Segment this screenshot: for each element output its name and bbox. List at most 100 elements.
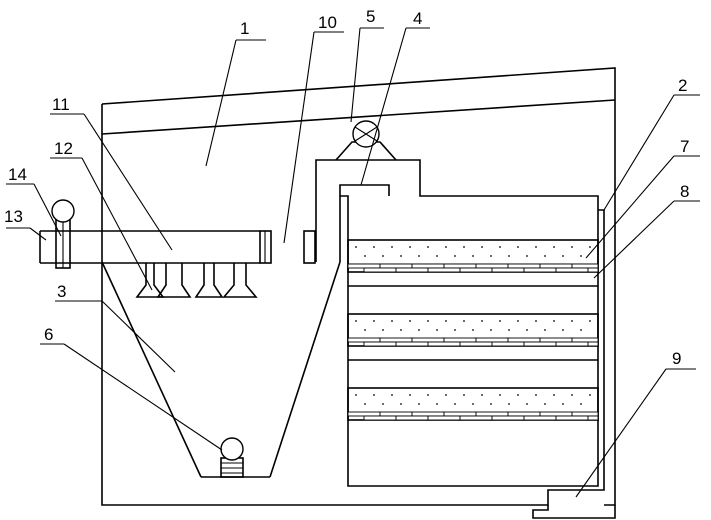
plate-segment [379, 411, 413, 417]
plate-segment [427, 341, 461, 347]
label-9: 9 [672, 349, 681, 368]
leader-lines [6, 27, 700, 498]
media-dot [382, 329, 384, 331]
media-dot [463, 320, 465, 322]
media-dot [589, 320, 591, 322]
media-dot [463, 246, 465, 248]
label-10: 10 [318, 13, 337, 32]
plate-segment [523, 267, 557, 273]
media-dot [589, 246, 591, 248]
top-pump [335, 120, 397, 161]
media-dot [508, 255, 510, 257]
media-dot [391, 320, 393, 322]
plate-segment [571, 337, 599, 343]
media-dot [517, 320, 519, 322]
media-dot [418, 255, 420, 257]
plate-segment [363, 415, 397, 421]
plate-segment [379, 337, 413, 343]
media-dot [382, 403, 384, 405]
plate-segment [491, 341, 525, 347]
media-dot [391, 394, 393, 396]
plate-segment [491, 415, 525, 421]
media-dot [472, 329, 474, 331]
plate-segment [443, 263, 477, 269]
media-dot [373, 246, 375, 248]
label-1: 1 [240, 19, 249, 38]
media-dot [400, 329, 402, 331]
media-dot [427, 320, 429, 322]
filter-chamber [315, 159, 599, 487]
media-dot [580, 403, 582, 405]
plate-segment [571, 411, 599, 417]
plate-segment [491, 267, 525, 273]
media-dot [418, 329, 420, 331]
media-dot [445, 246, 447, 248]
plate-segment [459, 341, 493, 347]
media-dot [364, 403, 366, 405]
media-dot [463, 394, 465, 396]
media-dot [409, 320, 411, 322]
spray-header-pipe [39, 230, 316, 264]
media-dot [490, 255, 492, 257]
media-dot [355, 246, 357, 248]
plate-segment [443, 337, 477, 343]
media-dot [445, 320, 447, 322]
label-5: 5 [366, 7, 375, 26]
plate-segment [587, 341, 599, 347]
media-dot [436, 255, 438, 257]
plate-segment [395, 341, 429, 347]
part-labels: 1 2 3 4 5 6 7 8 9 10 11 12 13 14 [4, 7, 689, 368]
plate-segment [539, 263, 573, 269]
plate-segment [475, 263, 509, 269]
media-dot [409, 394, 411, 396]
label-4: 4 [413, 9, 422, 28]
plate-segment [443, 411, 477, 417]
label-3: 3 [57, 282, 66, 301]
plate-segment [539, 411, 573, 417]
plate-segment [475, 337, 509, 343]
plate-segment [507, 411, 541, 417]
media-dot [391, 246, 393, 248]
media-dot [454, 255, 456, 257]
label-7: 7 [680, 137, 689, 156]
label-6: 6 [44, 325, 53, 344]
media-dot [562, 329, 564, 331]
plate-segment [459, 267, 493, 273]
plate-segment [347, 337, 381, 343]
media-dot [571, 394, 573, 396]
media-dot [562, 403, 564, 405]
media-dot [526, 329, 528, 331]
plate-segment [523, 341, 557, 347]
media-dot [562, 255, 564, 257]
plate-segment [411, 263, 445, 269]
media-dot [544, 403, 546, 405]
media-dot [382, 255, 384, 257]
media-dot [580, 329, 582, 331]
plate-segment [347, 411, 381, 417]
media-dot [553, 320, 555, 322]
outlet-pipe [532, 505, 616, 519]
label-2: 2 [678, 76, 687, 95]
media-dot [454, 329, 456, 331]
plate-segment [395, 415, 429, 421]
plate-segment [427, 267, 461, 273]
plate-segment [587, 415, 599, 421]
plate-segment [587, 267, 599, 273]
media-dot [364, 255, 366, 257]
media-dot [373, 320, 375, 322]
media-dot [481, 320, 483, 322]
plate-segment [427, 415, 461, 421]
plate-segment [459, 415, 493, 421]
media-dot [427, 246, 429, 248]
media-dot [517, 246, 519, 248]
inlet-pump [51, 199, 75, 269]
plate-segment [347, 263, 381, 269]
media-dot [508, 403, 510, 405]
label-11: 11 [52, 95, 70, 114]
media-dot [490, 403, 492, 405]
media-dot [508, 329, 510, 331]
media-dot [517, 394, 519, 396]
media-dot [400, 403, 402, 405]
media-dot [535, 394, 537, 396]
